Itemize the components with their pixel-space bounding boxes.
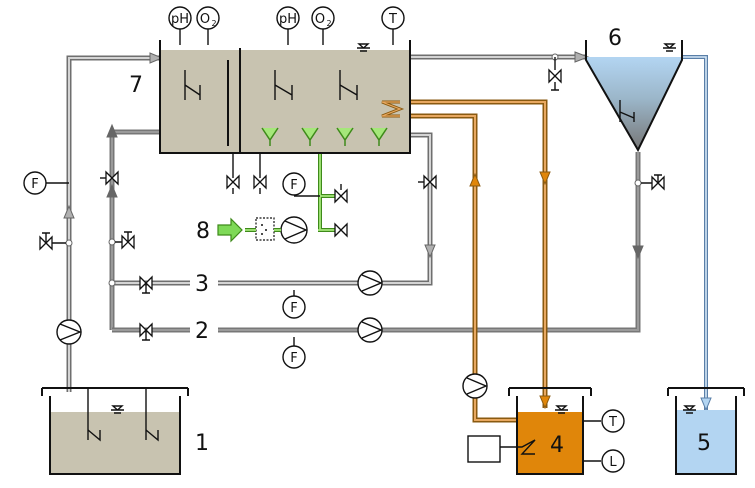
temperature-sensor-heater: [601, 409, 625, 433]
flow-meter-line-2: [282, 345, 306, 369]
level-sensor: [601, 449, 625, 473]
air-pipe: [262, 144, 392, 232]
tank-5: 5: [667, 387, 745, 475]
label-4: 4: [550, 433, 564, 458]
valve-feed: [39, 232, 66, 251]
label-3: 3: [195, 272, 209, 297]
valve-line-3: [139, 275, 153, 294]
flow-meter-line-3: [282, 295, 306, 319]
reactor-drain-valves: [226, 153, 267, 194]
valve-sludge: [641, 174, 665, 191]
label-7: 7: [129, 73, 143, 98]
ph-sensor-2: [276, 6, 300, 30]
pump-line-2: [357, 317, 383, 343]
ph-sensor-1: [168, 6, 192, 30]
valve-recycle: [418, 174, 437, 190]
pump-line-3: [357, 270, 383, 296]
valve-return: [100, 170, 119, 186]
tank-1: 1: [41, 387, 209, 475]
label-2: 2: [195, 319, 209, 344]
air-inlet-arrow: [217, 217, 243, 243]
temperature-label-reactor: T: [388, 12, 397, 27]
o2-sub-1: 2: [211, 19, 216, 28]
o2-sub-2: 2: [326, 19, 331, 28]
reactor-7: 7: [129, 28, 411, 154]
tank-4: 4 T L: [467, 387, 625, 475]
return-manifold: [109, 129, 641, 333]
ph-label-2: pH: [279, 12, 297, 27]
label-6: 6: [608, 26, 622, 51]
valve-air-2: [334, 222, 348, 238]
flow-label-air: F: [290, 178, 297, 193]
valves: [39, 57, 665, 341]
level-label: L: [609, 455, 617, 470]
pump-feed: [56, 319, 82, 345]
valve-air-1: [334, 184, 348, 204]
pumps: [56, 216, 488, 399]
settler-6: 6: [585, 26, 683, 153]
flow-label-feed: F: [31, 177, 38, 192]
valve-overflow: [548, 57, 562, 91]
o2-sensor-1: [196, 6, 220, 30]
effluent-pipe: [682, 55, 708, 410]
label-1: 1: [195, 431, 209, 456]
air-supply-8: 8: [196, 217, 281, 244]
reactor-sensors: pH O 2 pH O 2 T: [168, 6, 405, 30]
label-5: 5: [697, 431, 711, 456]
o2-label-1: O: [200, 12, 210, 27]
ph-label-1: pH: [171, 12, 189, 27]
air-compressor: [280, 216, 308, 244]
flow-meter-air: [282, 172, 306, 196]
flow-arrows: [63, 51, 712, 412]
label-8: 8: [196, 219, 210, 244]
air-filter: [255, 217, 275, 241]
flow-meter-feed: [23, 171, 47, 195]
valve-line-2: [139, 322, 153, 341]
o2-label-2: O: [315, 12, 325, 27]
valve-return-side: [115, 231, 135, 250]
temperature-label-heater: T: [608, 415, 617, 430]
heating-loop: [400, 99, 548, 423]
temperature-sensor-reactor: [381, 6, 405, 30]
flow-meters: F F F F: [23, 171, 320, 369]
flow-label-line-3: F: [290, 301, 297, 316]
feed-pipe: [66, 55, 160, 392]
flow-label-line-2: F: [290, 351, 297, 366]
pump-heater: [462, 373, 488, 399]
o2-sensor-2: [311, 6, 335, 30]
